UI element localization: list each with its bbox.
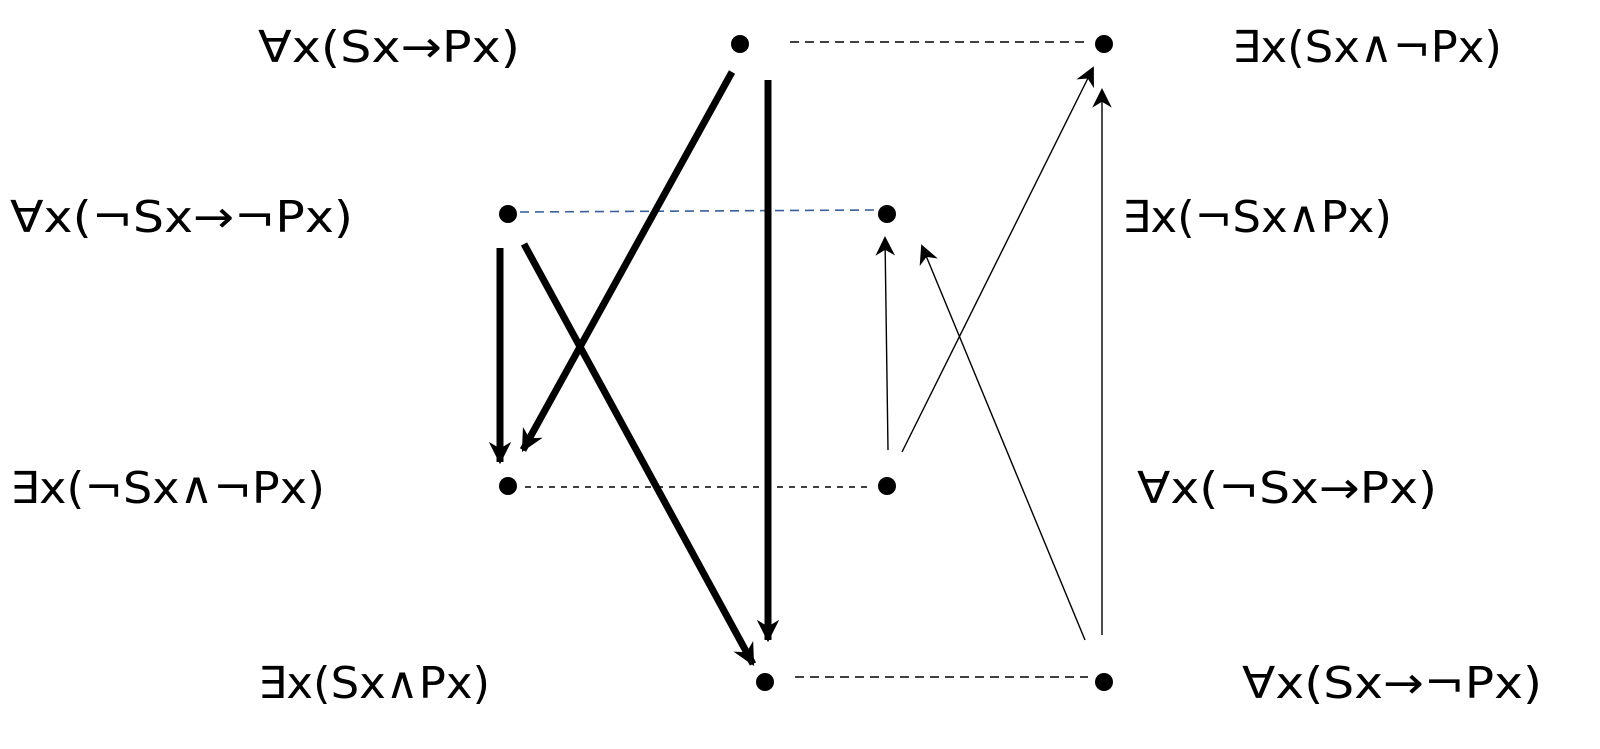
node-dot-A2 <box>499 205 517 223</box>
node-dot-I2 <box>878 477 896 495</box>
label-universal-not-s-implies-p: ∀x(¬Sx→Px) <box>1137 463 1437 514</box>
label-exists-not-s-and-p: ∃x(¬Sx∧Px) <box>1122 192 1392 243</box>
node-dot-O <box>1095 673 1113 691</box>
node-dot-I <box>756 673 774 691</box>
arrow-O-to-E2 <box>919 244 1086 641</box>
arrow-A-to-O2 <box>519 70 736 452</box>
node-dot-O2 <box>499 477 517 495</box>
arrow-I2-to-E <box>901 66 1094 453</box>
label-exists-s-and-p: ∃x(Sx∧Px) <box>258 658 490 709</box>
node-dot-E2 <box>878 205 896 223</box>
dashed-connector-upper-middle <box>519 209 876 213</box>
label-universal-s-implies-p: ∀x(Sx→Px) <box>258 22 520 73</box>
label-exists-not-s-and-not-p: ∃x(¬Sx∧¬Px) <box>10 463 325 514</box>
arrow-A2-to-I <box>520 242 757 666</box>
label-exists-s-and-not-p: ∃x(Sx∧¬Px) <box>1232 22 1502 73</box>
label-universal-not-s-implies-not-p: ∀x(¬Sx→¬Px) <box>10 192 353 243</box>
label-universal-s-implies-not-p: ∀x(Sx→¬Px) <box>1242 658 1542 709</box>
arrow-I2-to-E2-vertical <box>875 236 896 451</box>
node-dot-E <box>1095 35 1113 53</box>
node-dot-A <box>731 35 749 53</box>
